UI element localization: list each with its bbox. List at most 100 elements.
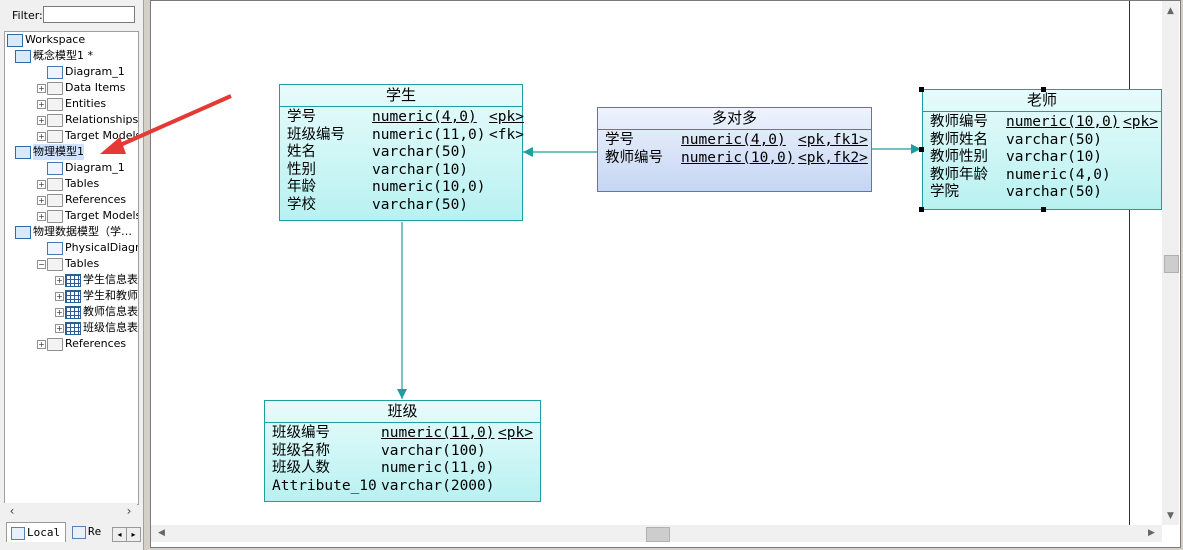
table-title: 学生 <box>280 85 522 107</box>
expand-icon[interactable]: + <box>55 324 64 333</box>
tree-node[interactable]: +班级信息表 <box>5 320 138 336</box>
tree-node[interactable]: +References <box>5 336 138 352</box>
tree-node[interactable]: Diagram_1 <box>5 160 138 176</box>
column-key: <pk> <box>1123 114 1158 130</box>
expand-icon[interactable]: + <box>55 292 64 301</box>
tree-node[interactable]: +Relationships <box>5 112 138 128</box>
scroll-right-arrow-icon[interactable]: › <box>126 504 132 518</box>
filter-row: Filter: <box>0 0 143 30</box>
scroll-left-arrow-icon[interactable]: ◀ <box>158 528 165 538</box>
scroll-up-arrow-icon[interactable]: ▲ <box>1167 6 1174 16</box>
expand-icon[interactable]: + <box>37 180 46 189</box>
table-title: 多对多 <box>598 108 871 130</box>
table-icon <box>65 306 81 319</box>
tab-local[interactable]: Local <box>6 522 66 542</box>
tree-node[interactable]: +Data Items <box>5 80 138 96</box>
tree-node[interactable]: PhysicalDiagram_ <box>5 240 138 256</box>
selection-handle[interactable] <box>919 207 924 212</box>
tree-node[interactable]: Workspace <box>5 32 138 48</box>
filter-input[interactable] <box>43 6 135 23</box>
expand-icon[interactable]: + <box>37 196 46 205</box>
tree-node[interactable]: +Target Models <box>5 208 138 224</box>
tab-prev-icon[interactable]: ◂ <box>112 527 127 542</box>
tree-node[interactable]: +References <box>5 192 138 208</box>
expand-icon[interactable]: + <box>37 132 46 141</box>
tree-node[interactable]: − Tables <box>5 256 138 272</box>
selection-handle[interactable] <box>919 87 924 92</box>
expand-icon[interactable]: + <box>37 212 46 221</box>
tree-node[interactable]: +学生信息表 <box>5 272 138 288</box>
expand-icon[interactable]: + <box>55 308 64 317</box>
expand-icon[interactable]: + <box>55 276 64 285</box>
selection-handle[interactable] <box>1041 207 1046 212</box>
tree-node[interactable]: −物理数据模型（学… <box>5 224 138 240</box>
workspace-icon <box>7 34 23 47</box>
selection-handle[interactable] <box>1041 87 1046 92</box>
expand-icon[interactable]: + <box>37 84 46 93</box>
tree-node-label: Diagram_1 <box>65 65 125 78</box>
tree-node[interactable]: −物理模型1 <box>5 144 138 160</box>
tree-node[interactable]: +Tables <box>5 176 138 192</box>
tree-node[interactable]: Diagram_1 <box>5 64 138 80</box>
column-key: <pk> <box>489 109 524 125</box>
diagram-icon <box>47 162 63 175</box>
scroll-left-arrow-icon[interactable]: ‹ <box>9 504 15 518</box>
filter-label: Filter: <box>12 9 43 22</box>
tree-node-label: 学生和教师 <box>83 289 138 302</box>
expand-icon[interactable]: + <box>37 116 46 125</box>
model-icon <box>15 50 31 63</box>
model-icon <box>15 226 31 239</box>
scroll-down-arrow-icon[interactable]: ▼ <box>1167 511 1174 521</box>
tree-node[interactable]: + 学生和教师 <box>5 288 138 304</box>
table-icon <box>65 322 81 335</box>
column-key: <pk> <box>498 425 533 441</box>
expand-icon[interactable]: + <box>37 340 46 349</box>
tab-next-icon[interactable]: ▸ <box>126 527 141 542</box>
canvas-horizontal-scrollbar[interactable]: ◀ ▶ <box>151 525 1162 542</box>
tree-node[interactable]: +Entities <box>5 96 138 112</box>
folder-icon <box>47 82 63 95</box>
column-name: 学号 <box>287 109 316 125</box>
column-type: numeric(10,0) <box>681 149 795 166</box>
tree-node-label: Tables <box>65 257 100 270</box>
tree-node-label: PhysicalDiagram_ <box>65 241 138 254</box>
scroll-right-arrow-icon[interactable]: ▶ <box>1148 528 1155 538</box>
tree-node[interactable]: −概念模型1 * <box>5 48 138 64</box>
vertical-scroll-thumb[interactable] <box>1164 255 1179 273</box>
expand-icon[interactable]: + <box>37 100 46 109</box>
horizontal-scroll-thumb[interactable] <box>646 527 670 542</box>
column-name: 教师年龄 <box>930 166 988 183</box>
canvas-vertical-scrollbar[interactable]: ▲ ▼ <box>1162 1 1179 525</box>
tree-node-label: 物理模型1 <box>33 144 84 160</box>
tree-node[interactable]: +教师信息表 <box>5 304 138 320</box>
browser-horizontal-scrollbar[interactable]: ‹ › <box>4 503 137 519</box>
object-browser-tree: Workspace−概念模型1 *Diagram_1+Data Items+En… <box>4 31 139 505</box>
collapse-icon[interactable]: − <box>37 260 46 269</box>
tab-repository[interactable]: Re <box>68 522 112 542</box>
tree-node-label: 概念模型1 * <box>33 49 93 62</box>
tree-node-label: Diagram_1 <box>65 161 125 174</box>
selection-handle[interactable] <box>919 147 924 152</box>
